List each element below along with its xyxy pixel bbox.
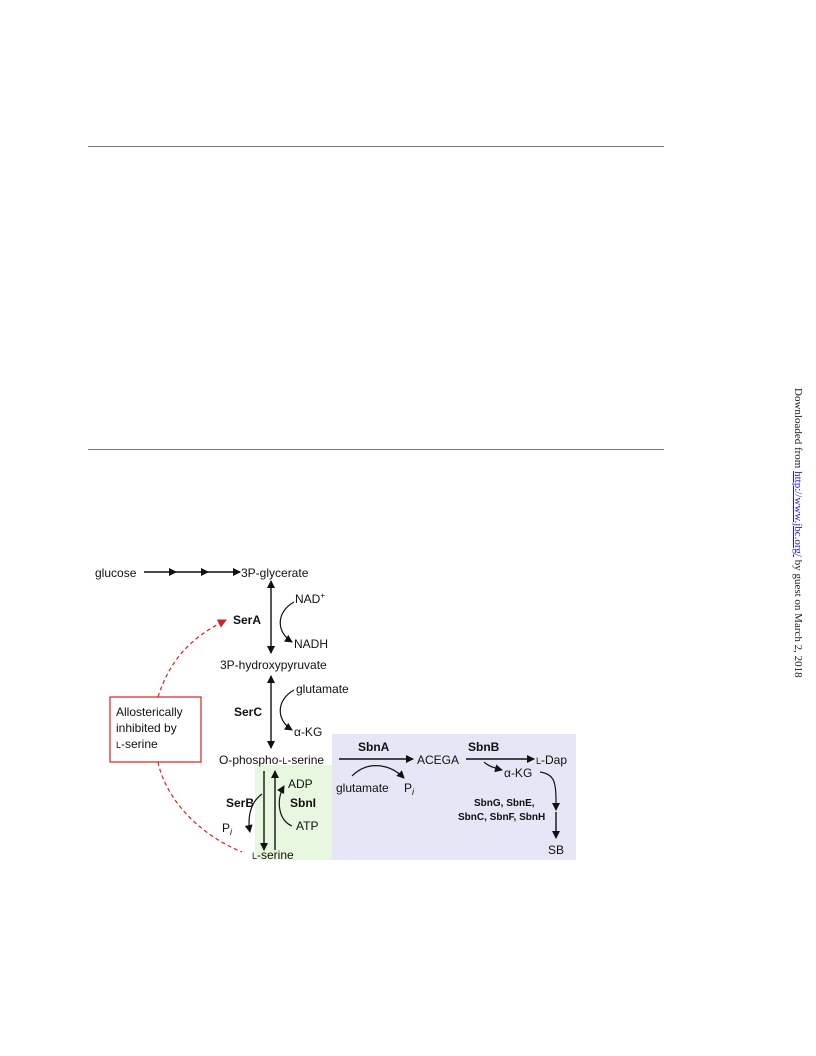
node-l-serine: L-serine <box>252 848 294 862</box>
inhibition-line3: L-serine <box>116 737 158 751</box>
inhibition-line1: Allosterically <box>116 705 183 719</box>
cofactor-glutamate-sbna: glutamate <box>336 781 389 795</box>
inhibition-arrow-to-sera <box>157 619 227 698</box>
enzyme-sbn-group-line2: SbnC, SbnF, SbnH <box>458 812 545 823</box>
cofactor-nadh: NADH <box>294 637 328 651</box>
watermark-text: Downloaded from http://www.jbc.org/ by g… <box>792 388 804 678</box>
cofactor-arc-serb <box>244 793 263 833</box>
node-3p-hydroxypyruvate: 3P-hydroxypyruvate <box>220 658 327 672</box>
enzyme-sbnb: SbnB <box>468 740 500 754</box>
enzyme-sbna: SbnA <box>358 740 390 754</box>
cofactor-atp: ATP <box>296 819 318 833</box>
enzyme-sera: SerA <box>233 613 261 627</box>
inhibition-line-from-l-serine <box>157 761 243 853</box>
cofactor-nad: NAD+ <box>295 591 325 606</box>
cofactor-akg-serc: α-KG <box>294 725 322 739</box>
node-o-phospho-l-serine: O-phospho-L-serine <box>219 753 324 767</box>
cofactor-arc-sbnb <box>483 761 503 773</box>
cofactor-adp: ADP <box>288 777 313 791</box>
cofactor-glutamate-serc: glutamate <box>296 682 349 696</box>
cofactor-akg-sbnb: α-KG <box>504 766 532 780</box>
node-acega: ACEGA <box>417 753 459 767</box>
arrow-l-dap-to-sb-connector <box>539 771 560 811</box>
enzyme-serc: SerC <box>234 705 262 719</box>
cofactor-arc-sbni <box>277 785 293 827</box>
node-l-dap: L-Dap <box>536 753 567 767</box>
cofactor-pi-serb: Pi <box>222 821 233 837</box>
staphyloferrin-pathway-region <box>332 734 576 860</box>
cofactor-arc-sbna <box>351 765 405 779</box>
node-glucose: glucose <box>95 566 137 580</box>
inhibition-line2: inhibited by <box>116 721 177 735</box>
cofactor-arc-sera <box>279 601 295 643</box>
download-watermark: Downloaded from http://www.jbc.org/ by g… <box>790 388 806 678</box>
serine-biosynthesis-pathway-diagram: glucose 3P-glycerate SerA NAD+ NADH 3P-h… <box>95 566 576 862</box>
cofactor-arc-serc <box>279 689 295 731</box>
table-rule-top <box>88 146 664 147</box>
table-rule-bottom <box>88 449 664 450</box>
node-3p-glycerate: 3P-glycerate <box>241 566 309 580</box>
enzyme-serb: SerB <box>226 796 254 810</box>
enzyme-sbn-group-line1: SbnG, SbnE, <box>474 798 535 809</box>
cofactor-pi-sbna: Pi <box>404 781 415 797</box>
enzyme-sbni: SbnI <box>290 796 316 810</box>
inhibition-box <box>109 696 202 763</box>
node-sb: SB <box>548 843 564 857</box>
watermark-link[interactable]: http://www.jbc.org/ <box>792 471 804 557</box>
